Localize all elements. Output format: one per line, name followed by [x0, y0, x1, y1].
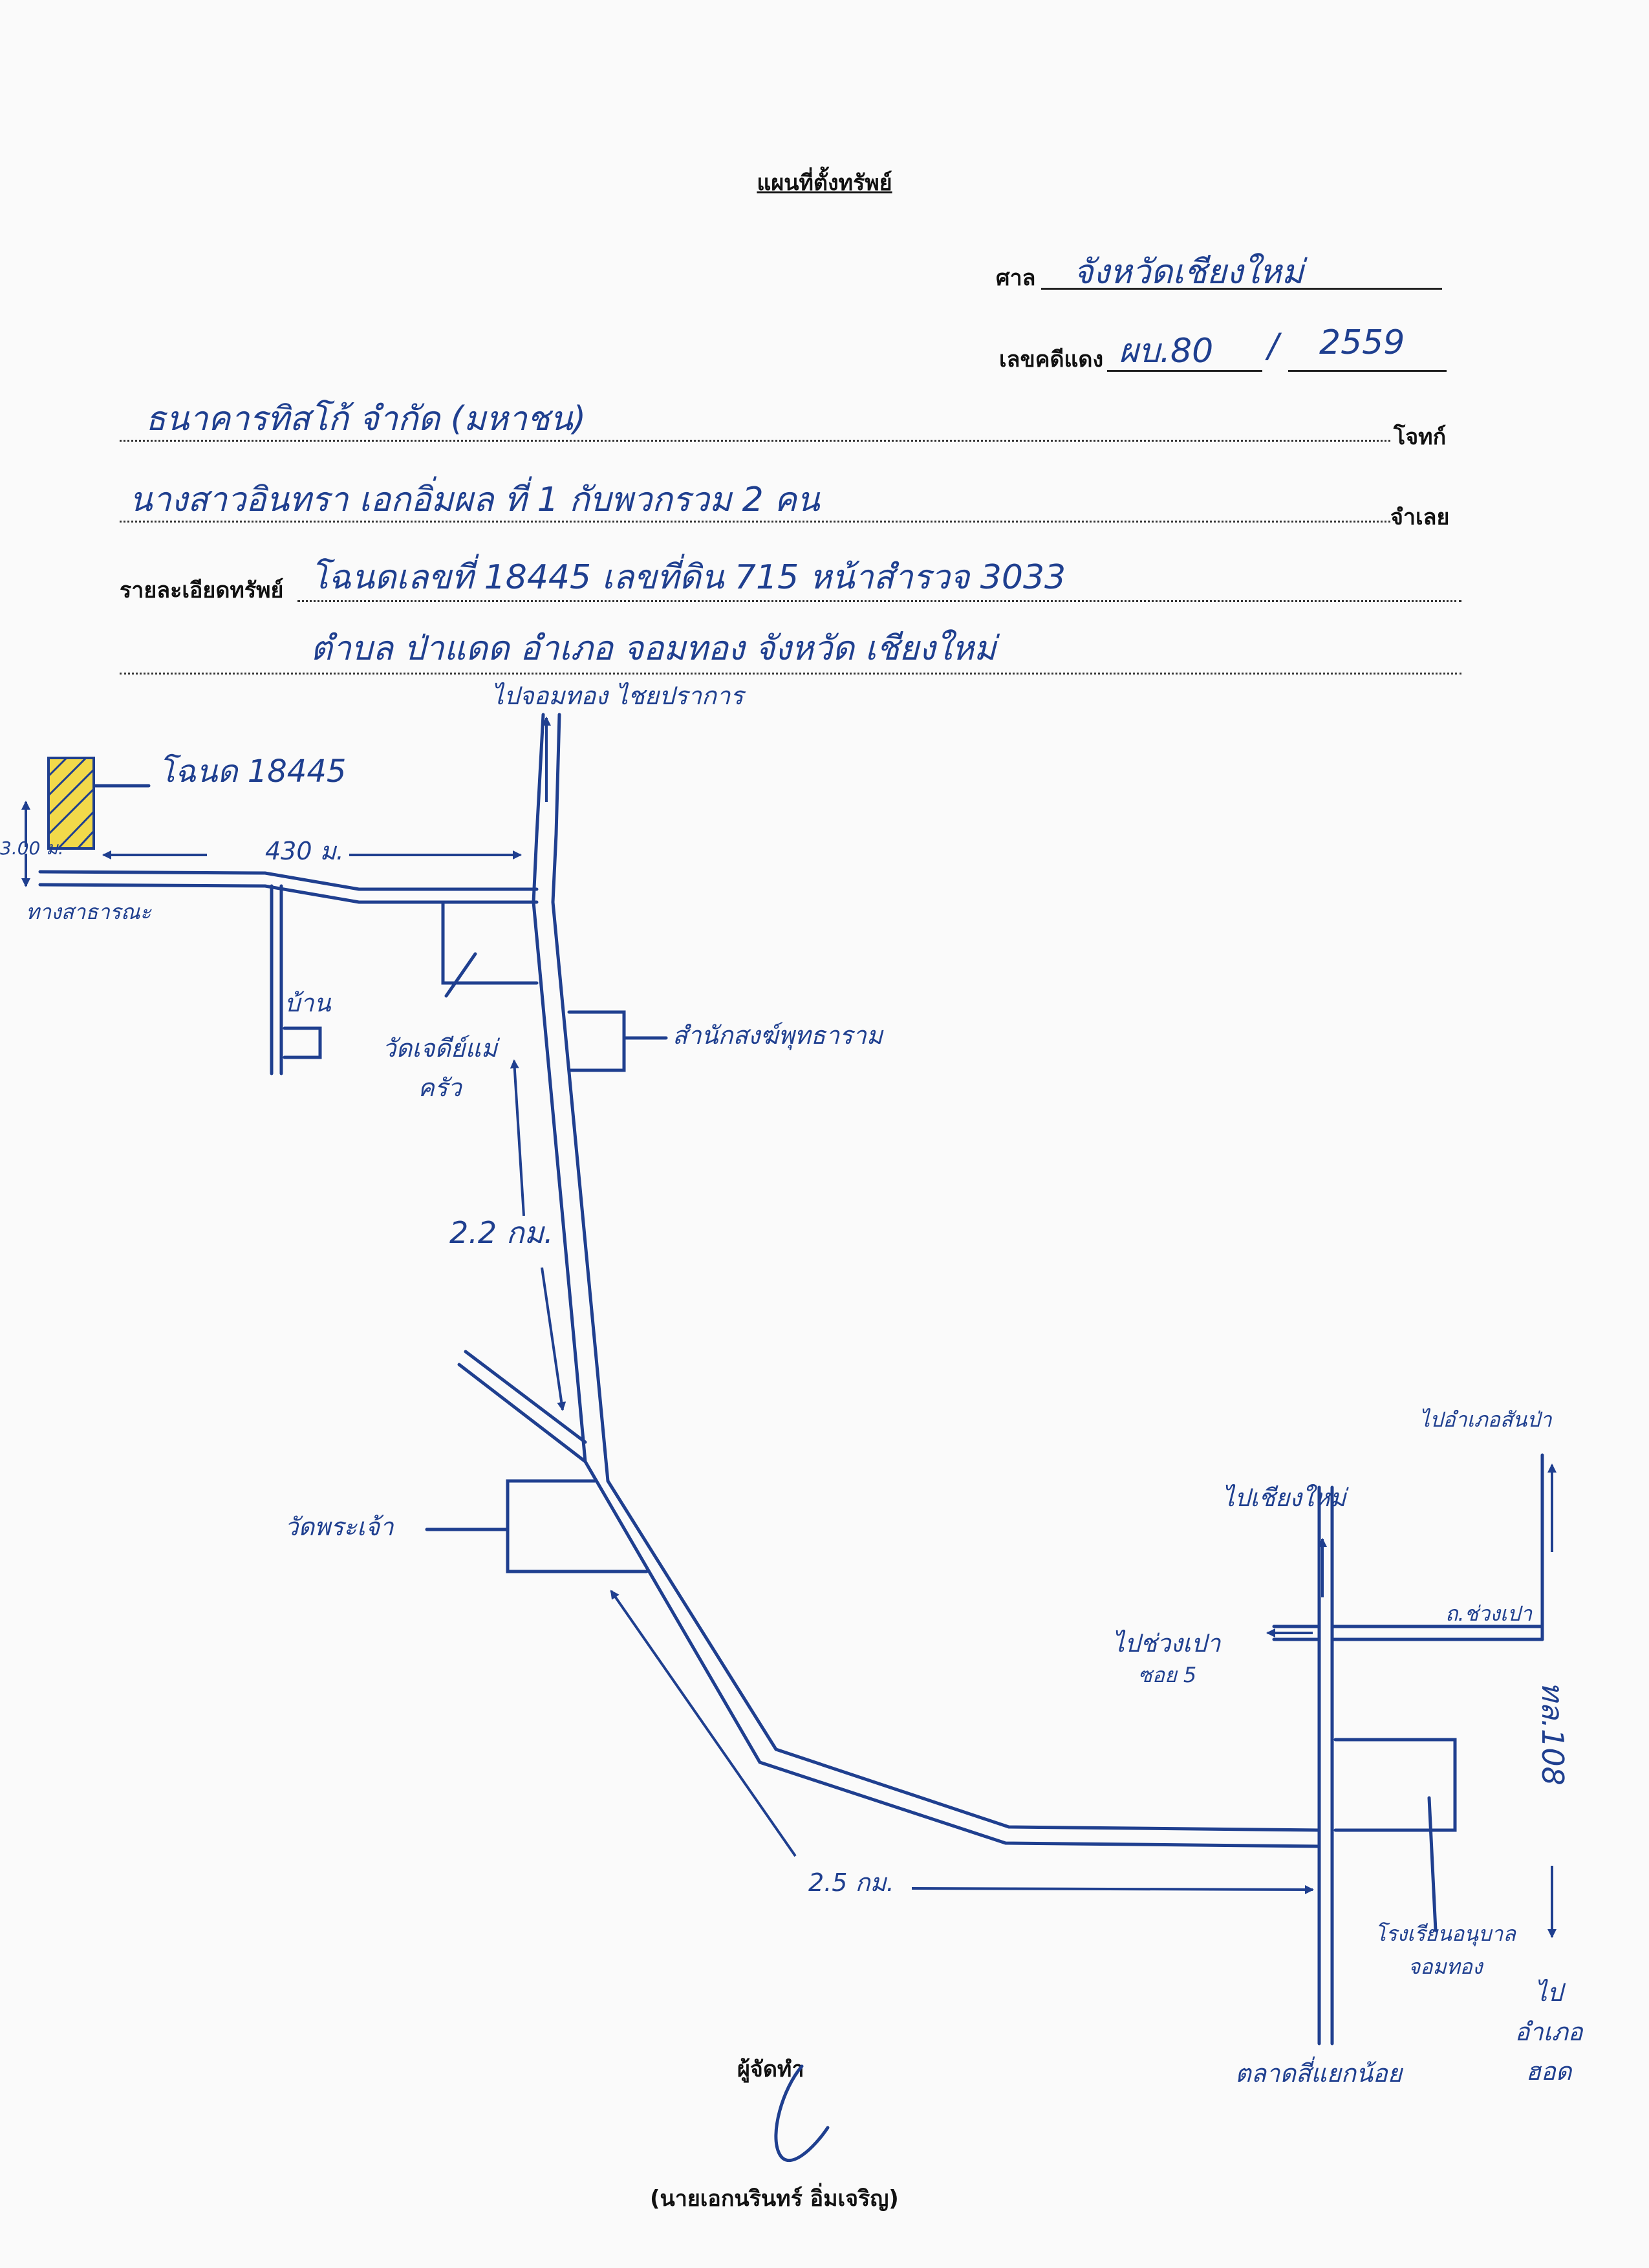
label-house: บ้าน — [285, 989, 331, 1017]
arrow-22-top — [510, 1059, 525, 1216]
label-wat-phra: วัดพระเจ้า — [285, 1513, 394, 1541]
school-box — [567, 1010, 626, 1072]
label-soi: ซอย 5 — [1138, 1663, 1197, 1687]
label-dist-430: 430 ม. — [265, 837, 344, 865]
property-dotline-2 — [120, 673, 1461, 675]
label-school-anuban: โรงเรียนอนุบาลจอมทอง — [1375, 1921, 1516, 1979]
label-public-way: ทางสาธารณะ — [26, 900, 151, 924]
court-underline — [1041, 288, 1442, 290]
case-separator: / — [1267, 327, 1279, 365]
label-dist-22: 2.2 กม. — [449, 1215, 554, 1250]
case-label: เลขคดีแดง — [999, 347, 1104, 373]
west-road-bottom-edge — [38, 883, 539, 904]
defendant-label: จำเลย — [1390, 504, 1450, 530]
wat-chedi-box — [441, 900, 539, 985]
label-to-hod: ไปอำเภอฮอด — [1514, 1978, 1583, 2086]
label-hwy-108: ทล.108 — [1535, 1681, 1570, 1786]
wat-phra-box — [506, 1479, 649, 1573]
case-year-underline — [1288, 370, 1447, 372]
page-title: แผนที่ตั้งทรัพย์ — [757, 170, 892, 196]
rong-rian-box — [1333, 1738, 1457, 1832]
label-wat-chedi: วัดเจดีย์แม่ครัว — [382, 1034, 497, 1102]
label-to-top-right: ไปเชียงใหม่ — [1222, 1484, 1346, 1512]
label-dist-25: 2.5 กม. — [808, 1868, 894, 1897]
main-road-right-edge — [551, 713, 1321, 1832]
case-number-underline — [1107, 370, 1262, 372]
court-value: จังหวัดเชียงใหม่ — [1073, 253, 1304, 292]
maker-signature — [774, 2064, 830, 2163]
property-line2: ตำบล ป่าแดด อำเภอ จอมทอง จังหวัด เชียงให… — [310, 629, 997, 668]
arrow-25-top — [610, 1590, 797, 1857]
house-box — [283, 1026, 322, 1059]
property-line1: โฉนดเลขที่ 18445 เลขที่ดิน 715 หน้าสำรวจ… — [310, 558, 1066, 597]
label-to-top: ไปจอมทอง ไชยปราการ — [491, 682, 744, 710]
label-road-chuang-pao: ถ.ช่วงเปา — [1445, 1601, 1533, 1626]
arrow-25-bottom — [911, 1885, 1314, 1894]
plaintiff-dotline — [120, 440, 1390, 442]
label-to-left: ไปช่วงเปา — [1112, 1629, 1221, 1658]
label-to-amphoe: ไปอำเภอสันป่า — [1419, 1407, 1552, 1432]
label-road-width: 3.00 ม. — [0, 837, 64, 859]
property-label: รายละเอียดทรัพย์ — [120, 578, 284, 603]
case-year: 2559 — [1319, 323, 1405, 362]
plaintiff-label: โจทก์ — [1394, 424, 1447, 450]
rong-rian-leader — [1427, 1796, 1438, 1932]
plaintiff-name: ธนาคารทิสโก้ จำกัด (มหาชน) — [146, 400, 586, 438]
court-label: ศาล — [996, 265, 1036, 291]
case-number: ผบ.80 — [1119, 332, 1214, 371]
property-dotline-1 — [297, 600, 1461, 602]
arrow-22-bottom — [541, 1267, 566, 1411]
label-school: สำนักสงฆ์พุทธาราม — [673, 1021, 883, 1050]
defendant-dotline — [120, 521, 1390, 523]
deed-hatch — [47, 757, 95, 850]
label-market: ตลาดสี่แยกน้อย — [1235, 2059, 1403, 2088]
branch-road-bottom — [457, 1363, 587, 1463]
branch-road-top — [464, 1350, 587, 1444]
west-road-top-edge — [38, 870, 539, 891]
wat-chedi-leader — [444, 952, 477, 998]
defendant-name: นางสาวอินทรา เอกอิ่มผล ที่ 1 กับพวกรวม 2… — [129, 481, 820, 519]
maker-name: (นายเอกนรินทร์ อิ่มเจริญ) — [650, 2186, 899, 2212]
label-deed: โฉนด 18445 — [158, 753, 347, 790]
